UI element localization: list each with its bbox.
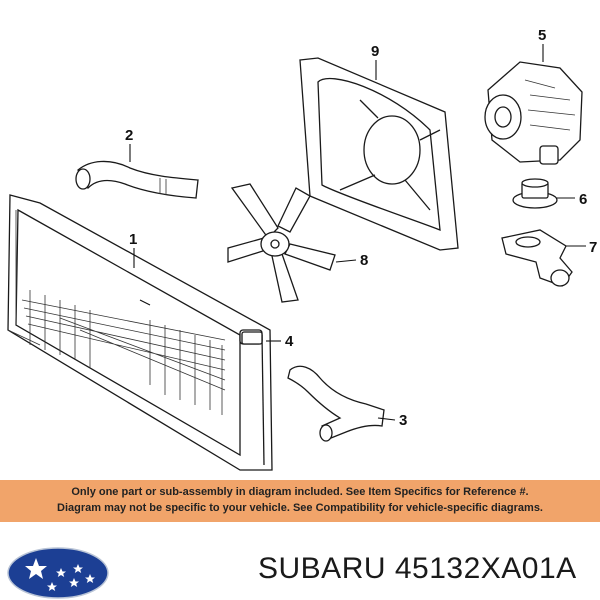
callout-3: 3	[399, 412, 407, 429]
footer: SUBARU 45132XA01A	[0, 522, 600, 600]
callout-5: 5	[538, 27, 546, 44]
radiator-drawing	[7, 194, 273, 471]
callout-9: 9	[371, 43, 379, 60]
radiator-cap-drawing	[241, 331, 263, 345]
fan-shroud-drawing	[299, 57, 459, 251]
lower-hose-drawing	[287, 365, 385, 442]
upper-hose-drawing	[75, 160, 199, 199]
leader-lines	[129, 44, 586, 421]
callout-7: 7	[589, 239, 597, 256]
callout-6: 6	[579, 191, 587, 208]
water-outlet-drawing	[501, 229, 573, 287]
fan-drawing	[227, 183, 336, 303]
disclaimer-line-1: Only one part or sub-assembly in diagram…	[71, 486, 529, 498]
part-number-title: SUBARU 45132XA01A	[258, 552, 577, 585]
parts-diagram: 1 2 3 4 5 6 7 8 9	[7, 27, 597, 471]
callout-8: 8	[360, 252, 368, 269]
water-pump-drawing	[484, 61, 583, 165]
disclaimer-banner: Only one part or sub-assembly in diagram…	[0, 480, 600, 522]
callout-1: 1	[129, 231, 137, 248]
subaru-logo-icon	[7, 547, 109, 599]
disclaimer-line-2: Diagram may not be specific to your vehi…	[57, 502, 543, 514]
thermostat-drawing	[512, 178, 558, 209]
callout-2: 2	[125, 127, 133, 144]
callout-4: 4	[285, 333, 294, 350]
